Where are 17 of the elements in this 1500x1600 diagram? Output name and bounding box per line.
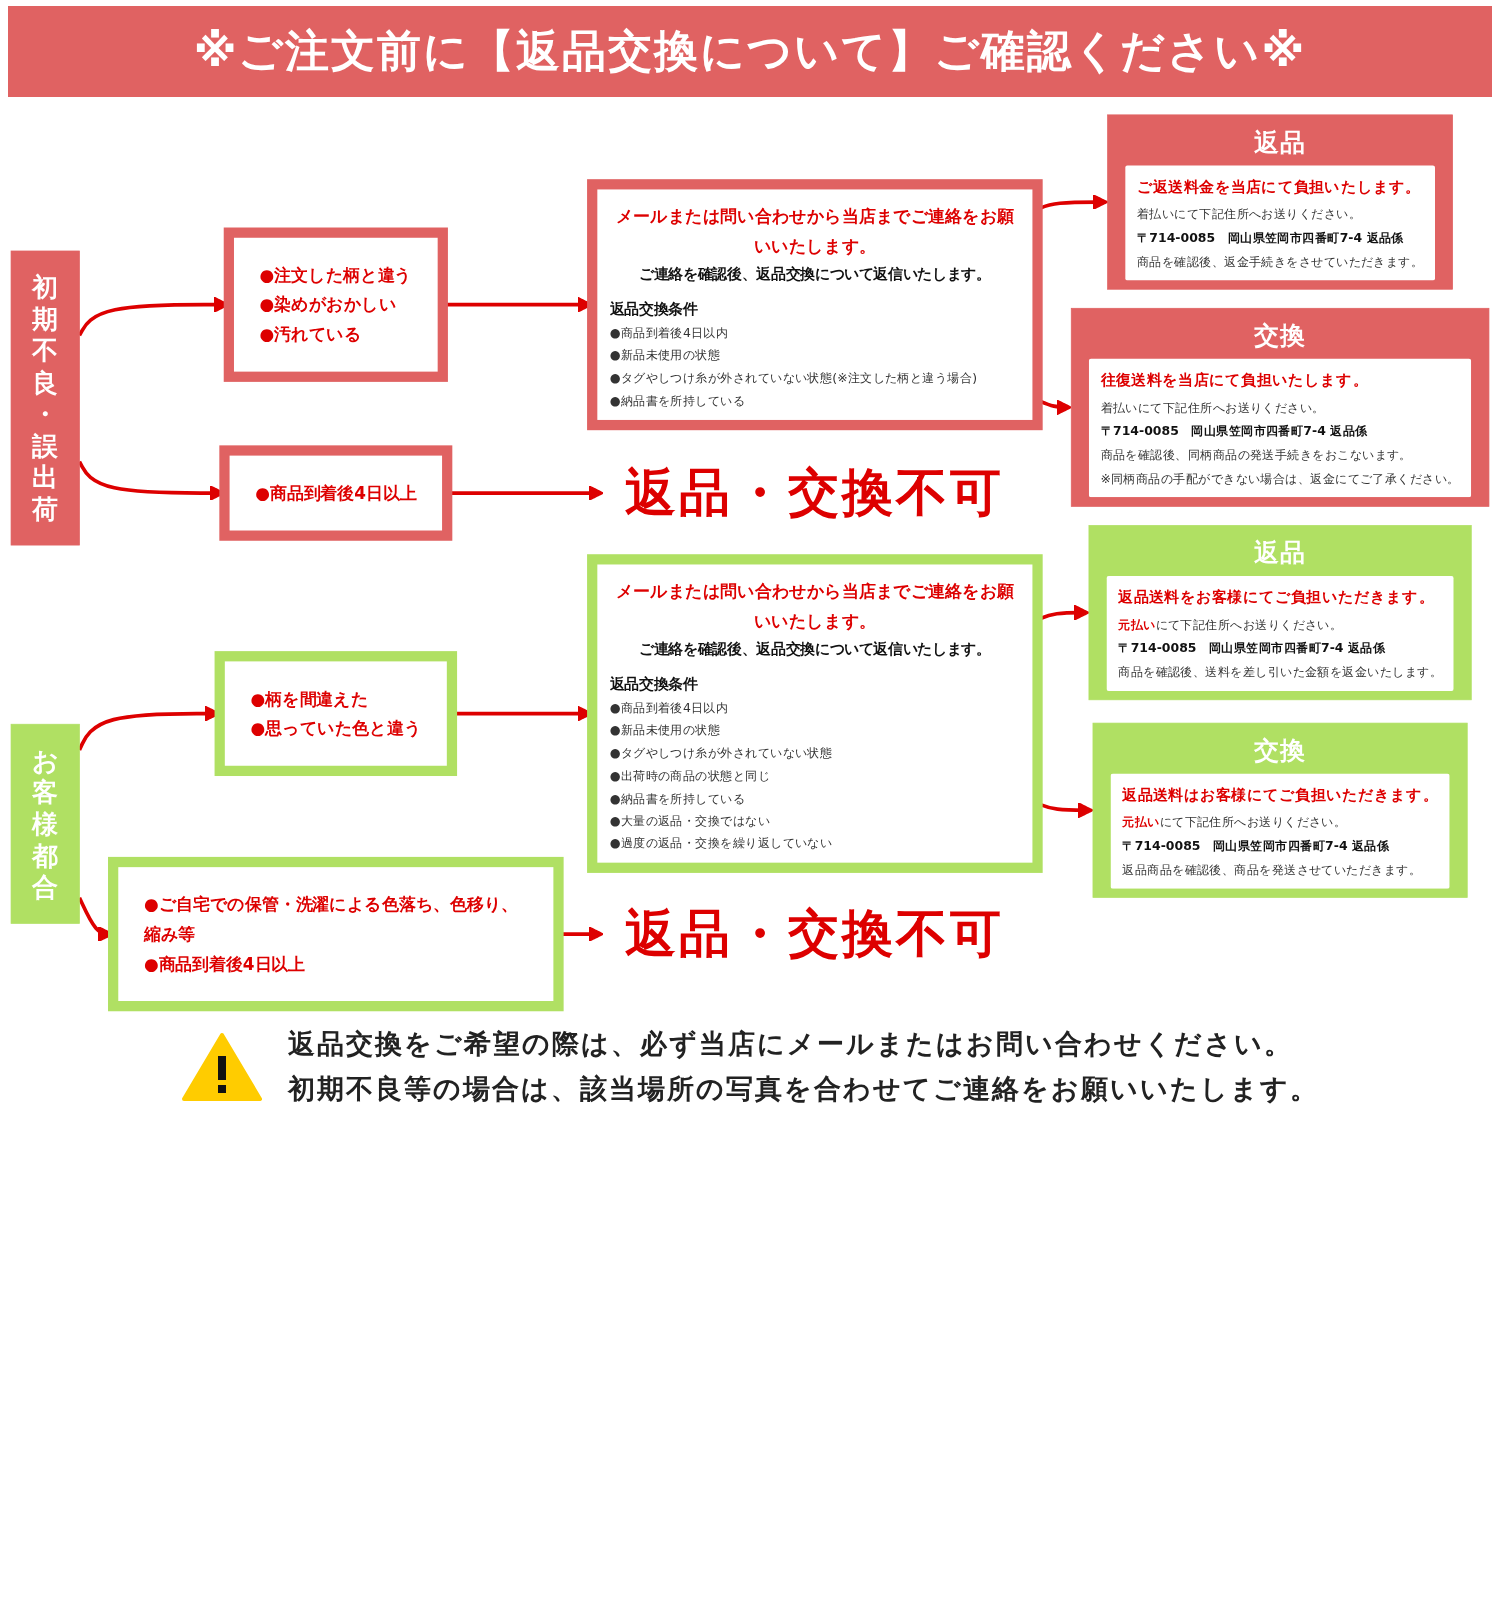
node-text: 返品・交換不可 xyxy=(625,903,1005,964)
node-box: ●商品到着後4日以上 xyxy=(219,445,453,541)
node-box: 交換 往復送料を当店にて負担いたします。 着払いにて下記住所へお送りください。 〒714-0085 岡山県笠岡市四番町7-4 返品係 商品を確認後、同柄商品の発送手続きをおこないます。 ※同柄商品の手配ができない場合は、返金にてご了承ください。 xyxy=(1070,307,1490,507)
node-box: 交換 返品送料はお客様にてご負担いただきます。 元払いにて下記住所へお送りください。 〒714-0085 岡山県笠岡市四番町7-4 返品係 返品商品を確認後、商品を発送させていただきます。 xyxy=(1092,722,1468,898)
note-text: 初期不良等の場合は、該当場所の写真を合わせてご連絡をお願いいたします。 xyxy=(287,1071,1319,1106)
node-box: 初期不良・誤出荷 xyxy=(10,250,80,546)
title: ※ご注文前に【返品交換について】ご確認ください※ xyxy=(8,6,1492,97)
node-box: ●柄を間違えた ●思っていた色と違う xyxy=(214,651,458,776)
node-box: 返品 返品送料をお客様にてご負担いただきます。 元払いにて下記住所へお送りください。 〒714-0085 岡山県笠岡市四番町7-4 返品係 商品を確認後、送料を差し引いた金額を返金いたします。 xyxy=(1088,525,1472,701)
node-text: 返品・交換不可 xyxy=(625,462,1005,523)
node-box: お客様都合 xyxy=(10,723,80,924)
node-box: ●ご自宅での保管・洗濯による色落ち、色移り、縮み等 ●商品到着後4日以上 xyxy=(108,856,564,1012)
node-box: 返品 ご返送料金を当店にて負担いたします。 着払いにて下記住所へお送りください。 〒714-0085 岡山県笠岡市四番町7-4 返品係 商品を確認後、返金手続きをさせていただきます。 xyxy=(1107,114,1453,290)
node-box: ●注文した柄と違う ●染めがおかしい ●汚れている xyxy=(223,227,448,382)
node-box: メールまたは問い合わせから当店までご連絡をお願いいたします。 ご連絡を確認後、返品交換について返信いたします。 返品交換条件 ●商品到着後4日以内 ●新品未使用の状態 ●タグやしつけ糸が外されていない状態(※注文した柄と違う場合) ●納品書を所持している xyxy=(587,179,1043,431)
note-text: 返品交換をご希望の際は、必ず当店にメールまたはお問い合わせください。 xyxy=(287,1027,1294,1061)
node-box: メールまたは問い合わせから当店までご連絡をお願いいたします。 ご連絡を確認後、返品交換について返信いたします。 返品交換条件 ●商品到着後4日以内 ●新品未使用の状態 ●タグやしつけ糸が外されていない状態 ●出荷時の商品の状態と同じ ●納品書を所持している ●大量の返品・交換ではない ●過度の返品・交換を繰り返していない xyxy=(587,554,1043,873)
